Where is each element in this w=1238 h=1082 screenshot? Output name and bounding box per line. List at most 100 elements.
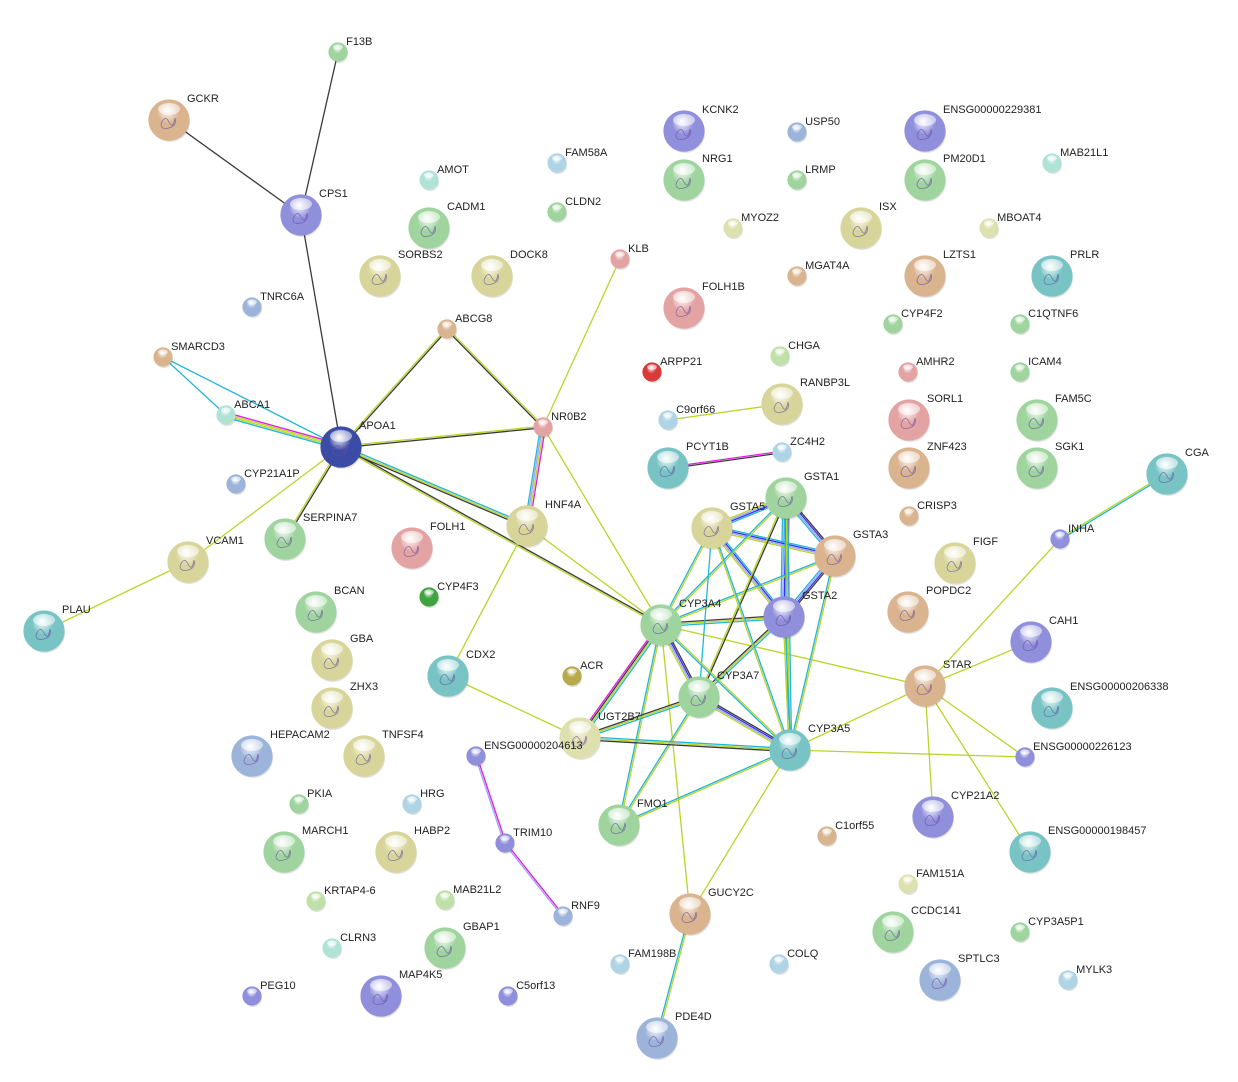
edge-CYP3A4-UGT2B7[interactable] bbox=[577, 623, 664, 740]
node-FAM198B[interactable]: FAM198B bbox=[610, 948, 676, 975]
edge-GSTA1-CYP3A7[interactable] bbox=[697, 497, 788, 698]
node-CYP3A5[interactable]: CYP3A5 bbox=[769, 723, 850, 772]
node-PKIA[interactable]: PKIA bbox=[289, 788, 333, 815]
edge-FMO1-CYP3A4[interactable] bbox=[617, 624, 663, 826]
node-ACR[interactable]: ACR bbox=[562, 660, 603, 687]
node-BCAN[interactable]: BCAN bbox=[295, 585, 365, 634]
node-ENSG00000226123[interactable]: ENSG00000226123 bbox=[1015, 741, 1132, 768]
edge-ABCG8-NR0B2[interactable] bbox=[445, 327, 545, 429]
node-CYP3A4[interactable]: CYP3A4 bbox=[640, 598, 721, 647]
edge-GSTA2-CYP3A5[interactable] bbox=[782, 616, 792, 751]
node-GSTA1[interactable]: GSTA1 bbox=[765, 471, 839, 520]
node-KCNK2[interactable]: KCNK2 bbox=[663, 104, 739, 153]
edge-STAR-CYP3A4[interactable] bbox=[660, 624, 926, 687]
node-F13B[interactable]: F13B bbox=[328, 36, 372, 63]
edge-CYP3A5-UGT2B7[interactable] bbox=[579, 735, 791, 753]
edge-GUCY2C-PDE4D[interactable] bbox=[655, 913, 692, 1039]
node-HNF4A[interactable]: HNF4A bbox=[506, 499, 582, 548]
node-FAM5C[interactable]: FAM5C bbox=[1016, 393, 1092, 442]
node-ZNF423[interactable]: ZNF423 bbox=[888, 441, 967, 490]
node-KLB[interactable]: KLB bbox=[610, 243, 649, 270]
node-TRIM10[interactable]: TRIM10 bbox=[495, 827, 552, 854]
node-KRTAP4-6[interactable]: KRTAP4-6 bbox=[306, 885, 376, 912]
node-SGK1[interactable]: SGK1 bbox=[1016, 441, 1084, 490]
node-SPTLC3[interactable]: SPTLC3 bbox=[919, 953, 1000, 1002]
node-ICAM4[interactable]: ICAM4 bbox=[1010, 356, 1062, 383]
node-MBOAT4[interactable]: MBOAT4 bbox=[979, 212, 1042, 239]
node-LZTS1[interactable]: LZTS1 bbox=[904, 249, 976, 298]
edge-TRIM10-RNF9[interactable] bbox=[503, 842, 565, 917]
edge-INHA-STAR[interactable] bbox=[924, 538, 1061, 687]
edge-F13B-CPS1[interactable] bbox=[300, 51, 339, 216]
node-FMO1[interactable]: FMO1 bbox=[598, 798, 668, 847]
node-CAH1[interactable]: CAH1 bbox=[1010, 615, 1078, 664]
node-ABCA1[interactable]: ABCA1 bbox=[216, 399, 270, 426]
edge-HNF4A-CDX2[interactable] bbox=[447, 525, 528, 677]
edge-CYP3A5-ENSG00000226123[interactable] bbox=[789, 749, 1026, 758]
node-CCDC141[interactable]: CCDC141 bbox=[872, 905, 961, 954]
node-FIGF[interactable]: FIGF bbox=[934, 536, 998, 585]
node-CHGA[interactable]: CHGA bbox=[770, 340, 821, 367]
node-C9orf66[interactable]: C9orf66 bbox=[658, 404, 715, 431]
edge-CYP3A7-UGT2B7[interactable] bbox=[579, 694, 700, 741]
node-C1orf55[interactable]: C1orf55 bbox=[817, 820, 874, 847]
node-FOLH1[interactable]: FOLH1 bbox=[391, 521, 465, 570]
node-MAP4K5[interactable]: MAP4K5 bbox=[360, 969, 442, 1018]
node-CYP3A5P1[interactable]: CYP3A5P1 bbox=[1010, 916, 1084, 943]
node-ENSG00000198457[interactable]: ENSG00000198457 bbox=[1009, 825, 1146, 874]
node-COLQ[interactable]: COLQ bbox=[769, 948, 819, 975]
node-CGA[interactable]: CGA bbox=[1146, 447, 1210, 496]
node-C5orf13[interactable]: C5orf13 bbox=[498, 980, 555, 1007]
node-GBA[interactable]: GBA bbox=[311, 633, 374, 682]
edge-CYP3A4-CYP3A5[interactable] bbox=[659, 623, 792, 752]
edge-SMARCD3-APOA1[interactable] bbox=[162, 356, 342, 448]
node-PM20D1[interactable]: PM20D1 bbox=[904, 153, 986, 202]
node-CLDN2[interactable]: CLDN2 bbox=[547, 196, 601, 223]
node-ISX[interactable]: ISX bbox=[840, 201, 897, 250]
node-SORBS2[interactable]: SORBS2 bbox=[359, 249, 443, 298]
node-GSTA2[interactable]: GSTA2 bbox=[763, 590, 837, 639]
node-MYOZ2[interactable]: MYOZ2 bbox=[723, 212, 779, 239]
edge-GSTA5-GSTA3[interactable] bbox=[711, 525, 836, 559]
node-PRLR[interactable]: PRLR bbox=[1031, 249, 1099, 298]
node-CLRN3[interactable]: CLRN3 bbox=[322, 932, 376, 959]
node-UGT2B7[interactable]: UGT2B7 bbox=[559, 711, 641, 760]
node-SERPINA7[interactable]: SERPINA7 bbox=[264, 512, 357, 561]
edge-APOA1-ABCG8[interactable] bbox=[339, 328, 449, 448]
node-RNF9[interactable]: RNF9 bbox=[553, 900, 600, 927]
edge-VCAM1-PLAU[interactable] bbox=[43, 561, 189, 632]
node-CRISP3[interactable]: CRISP3 bbox=[899, 500, 957, 527]
node-CDX2[interactable]: CDX2 bbox=[427, 649, 495, 698]
edge-STAR-CYP3A5[interactable] bbox=[789, 685, 926, 751]
node-VCAM1[interactable]: VCAM1 bbox=[167, 535, 244, 584]
node-ENSG00000206338[interactable]: ENSG00000206338 bbox=[1031, 681, 1168, 730]
node-STAR[interactable]: STAR bbox=[904, 659, 972, 708]
edge-FMO1-CYP3A7[interactable] bbox=[617, 696, 701, 826]
edge-GSTA5-CYP3A7[interactable] bbox=[698, 527, 713, 698]
edge-GSTA3-CYP3A5[interactable] bbox=[788, 555, 837, 751]
node-MAB21L2[interactable]: MAB21L2 bbox=[435, 884, 501, 911]
node-PLAU[interactable]: PLAU bbox=[23, 604, 91, 653]
node-MGAT4A[interactable]: MGAT4A bbox=[787, 260, 850, 287]
node-GUCY2C[interactable]: GUCY2C bbox=[669, 887, 754, 936]
node-PCYT1B[interactable]: PCYT1B bbox=[647, 441, 729, 490]
node-SORL1[interactable]: SORL1 bbox=[888, 393, 963, 442]
node-DOCK8[interactable]: DOCK8 bbox=[471, 249, 548, 298]
node-GSTA3[interactable]: GSTA3 bbox=[814, 529, 888, 578]
edge-GUCY2C-CYP3A5[interactable] bbox=[689, 749, 791, 915]
node-TNRC6A[interactable]: TNRC6A bbox=[242, 291, 305, 318]
node-PDE4D[interactable]: PDE4D bbox=[636, 1011, 712, 1060]
node-ZHX3[interactable]: ZHX3 bbox=[311, 681, 378, 730]
node-C1QTNF6[interactable]: C1QTNF6 bbox=[1010, 308, 1078, 335]
edge-GSTA3-CYP3A4[interactable] bbox=[660, 554, 836, 627]
node-MYLK3[interactable]: MYLK3 bbox=[1058, 964, 1112, 991]
node-FAM58A[interactable]: FAM58A bbox=[547, 147, 608, 174]
node-ARPP21[interactable]: ARPP21 bbox=[642, 356, 702, 383]
edge-NR0B2-CYP3A4[interactable] bbox=[542, 426, 662, 626]
node-CYP3A7[interactable]: CYP3A7 bbox=[678, 670, 759, 719]
node-SMARCD3[interactable]: SMARCD3 bbox=[153, 341, 225, 368]
node-ENSG00000204613[interactable]: ENSG00000204613 bbox=[466, 740, 583, 767]
node-ENSG00000229381[interactable]: ENSG00000229381 bbox=[904, 104, 1041, 153]
node-CYP21A2[interactable]: CYP21A2 bbox=[912, 790, 999, 839]
edge-CGA-INHA[interactable] bbox=[1059, 472, 1168, 541]
